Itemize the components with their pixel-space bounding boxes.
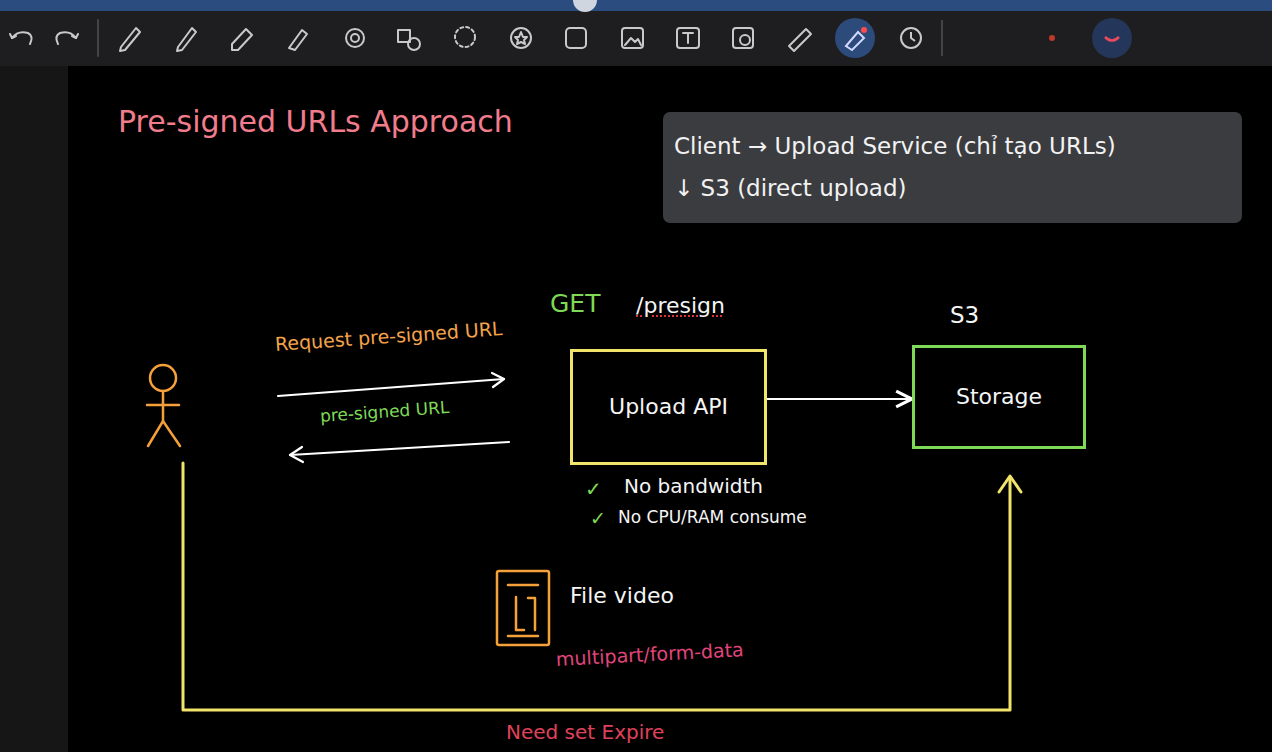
file-icon-line <box>508 635 538 638</box>
sticker-icon <box>515 32 527 44</box>
api-box: GET/presignUpload API <box>570 349 767 465</box>
actor-arms <box>147 404 179 407</box>
avatar-smile <box>1105 37 1119 41</box>
flow-arrow <box>767 398 912 400</box>
textbox-icon <box>683 33 693 43</box>
scan-icon <box>740 35 750 45</box>
side-panel <box>0 66 68 752</box>
actor-legs <box>148 421 180 446</box>
laser-dot <box>861 27 867 33</box>
clock-icon <box>911 32 915 41</box>
top-strip <box>0 0 1272 11</box>
shapes-icon <box>408 38 420 50</box>
actor-head <box>150 365 176 391</box>
toolbar-divider <box>97 20 99 56</box>
textbox-icon <box>677 28 699 48</box>
file-icon-line <box>528 598 535 630</box>
storage-box: S3Storage <box>912 345 1086 449</box>
benefit-note: No CPU/RAM consume <box>618 507 807 527</box>
box-label: Upload API <box>609 394 728 420</box>
response-arrowhead <box>290 447 303 462</box>
arrow-label: Request pre-signed URL <box>274 317 503 356</box>
file-label: File video <box>570 583 674 609</box>
pencil-icon <box>177 28 196 51</box>
redo-icon <box>56 32 76 44</box>
benefit-note: No bandwidth <box>624 474 763 498</box>
strip-handle <box>573 0 597 12</box>
expiry-note: Need set Expire <box>506 720 664 744</box>
file-icon-line <box>508 584 538 587</box>
active-tool <box>835 18 875 58</box>
undo-icon <box>10 34 16 38</box>
laser-icon <box>846 32 864 50</box>
ruler-icon <box>789 29 811 51</box>
image-icon <box>625 38 641 45</box>
response-arrow <box>290 442 509 455</box>
heading-holder: /presign <box>636 293 725 319</box>
toolbar-divider <box>941 20 943 56</box>
avatar <box>1092 18 1132 58</box>
arrow-label: pre-signed URL <box>319 397 450 426</box>
file-icon-line <box>516 597 524 630</box>
heading-holder: S3 <box>950 302 979 330</box>
pen-icon <box>120 28 140 51</box>
diagram-title: Pre-signed URLs Approach <box>118 104 513 139</box>
content-type-note: multipart/form-data <box>555 638 744 671</box>
undo-icon <box>12 32 32 44</box>
file-icon <box>497 571 549 645</box>
http-method: GET <box>550 289 600 319</box>
record-dot <box>1049 35 1055 41</box>
note-text: Client → Upload Service (chỉ tạo URLs) <box>674 133 1116 161</box>
endpoint-path: /presign <box>636 293 725 319</box>
request-arrow <box>278 379 504 396</box>
eraser-icon <box>232 29 252 50</box>
scan-icon <box>733 28 753 48</box>
sticker-icon <box>511 28 531 48</box>
box-label: Storage <box>956 384 1042 410</box>
shape-icon <box>351 34 359 42</box>
service-name: S3 <box>950 302 979 330</box>
check-mark: ✓ <box>585 477 602 501</box>
direct-upload-line <box>183 463 1010 710</box>
clock-icon <box>901 28 921 48</box>
shape-icon <box>346 29 364 47</box>
check-mark: ✓ <box>590 507 606 530</box>
note-text: ↓ S3 (direct upload) <box>674 175 906 203</box>
image-icon <box>622 28 643 48</box>
redo-icon <box>72 34 78 38</box>
note-icon <box>566 28 586 48</box>
direct-upload-arrowhead <box>999 476 1021 492</box>
heading-holder: GET <box>550 289 600 319</box>
request-arrowhead <box>492 373 504 387</box>
lasso-icon <box>455 27 475 47</box>
highlighter-icon <box>289 30 307 50</box>
toolbar <box>0 0 1272 66</box>
note-box: Client → Upload Service (chỉ tạo URLs) ↓ … <box>663 112 1242 223</box>
